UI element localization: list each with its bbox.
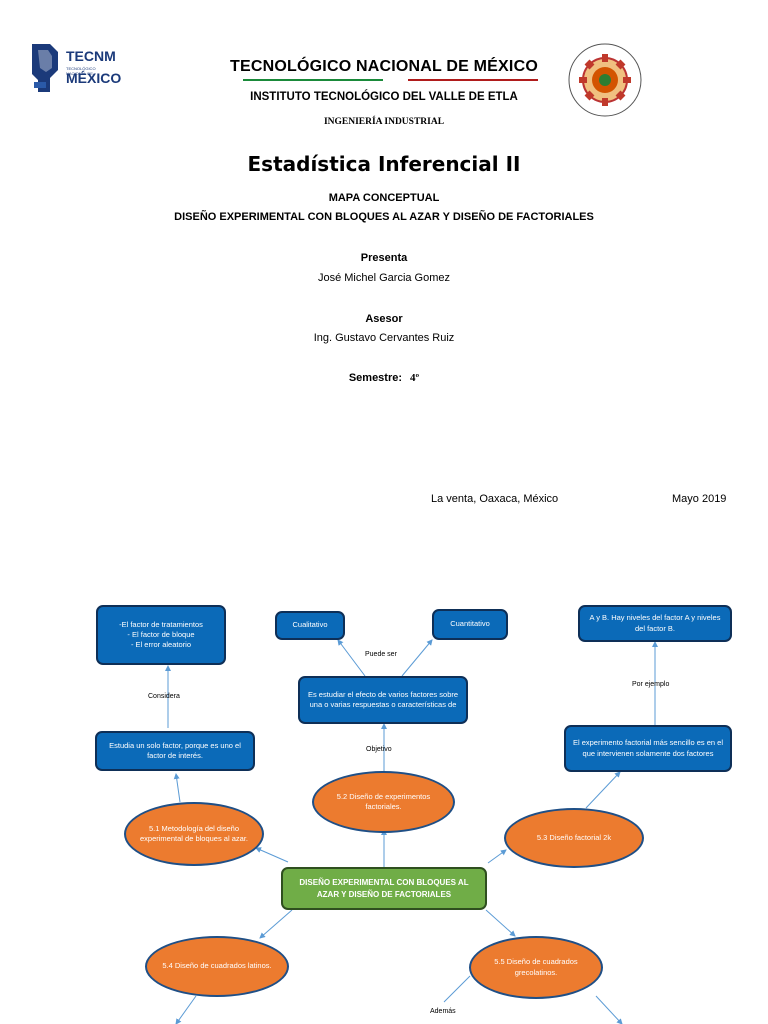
arrow-o55-down-right [595, 995, 623, 1024]
arrow-center-to-o53 [487, 849, 507, 864]
semester-line: Semestre: 4º [0, 372, 768, 384]
arrow-o54-down [175, 995, 197, 1024]
arrow-center-to-o55 [485, 909, 516, 937]
box-niveles: A y B. Hay niveles del factor A y nivele… [578, 605, 732, 642]
label-objetivo: Objetivo [366, 746, 392, 753]
box-tratamientos-line-3: - El error aleatorio [130, 640, 191, 650]
institute-seal [567, 42, 643, 118]
arrow-o55-to-ademas [443, 975, 471, 1003]
label-ademas: Además [430, 1008, 456, 1015]
arrow-center-to-o51 [255, 847, 289, 863]
tecnm-logo-mexico: MÉXICO [66, 70, 122, 86]
concept-map: -El factor de tratamientos - El factor d… [0, 580, 768, 1024]
place: La venta, Oaxaca, México [431, 493, 559, 505]
box-tratamientos-line-2: - El factor de bloque [127, 629, 195, 639]
box-tratamientos-line-1: -El factor de tratamientos [119, 619, 203, 629]
course-title: Estadística Inferencial II [247, 152, 521, 176]
author-name: José Michel Garcia Gomez [317, 272, 451, 284]
document-topic: DISEÑO EXPERIMENTAL CON BLOQUES AL AZAR … [174, 211, 594, 223]
header-title: TECNOLÓGICO NACIONAL DE MÉXICO [230, 58, 538, 75]
box-sencillo: El experimento factorial más sencillo es… [564, 725, 732, 772]
oval-5-3: 5.3 Diseño factorial 2k [504, 808, 644, 868]
tecnm-logo: TECNM TECNOLÓGICO NACIONAL DE MÉXICO [28, 40, 121, 96]
arrow-o53-to-sencillo [585, 771, 621, 809]
header-institute: INSTITUTO TECNOLÓGICO DEL VALLE DE ETLA [250, 91, 518, 103]
date: Mayo 2019 [672, 493, 727, 505]
advisor-name: Ing. Gustavo Cervantes Ruiz [313, 332, 455, 344]
label-considera: Considera [148, 693, 180, 700]
oval-5-4: 5.4 Diseño de cuadrados latinos. [145, 936, 289, 997]
box-cualitativo: Cualitativo [275, 611, 345, 640]
arrow-center-to-o54 [259, 909, 293, 939]
label-por-ejemplo: Por ejemplo [632, 681, 670, 688]
presenta-label: Presenta [360, 252, 408, 264]
arrow-estudiar-to-cuantitativo [401, 639, 433, 677]
concept-map-connectors [165, 639, 658, 1024]
header-program: INGENIERÍA INDUSTRIAL [323, 117, 445, 127]
box-tratamientos: -El factor de tratamientos - El factor d… [96, 605, 226, 665]
box-estudiar: Es estudiar el efecto de varios factores… [298, 676, 468, 724]
oval-5-2: 5.2 Diseño de experimentos factoriales. [312, 771, 455, 833]
center-topic: DISEÑO EXPERIMENTAL CON BLOQUES AL AZAR … [281, 867, 487, 910]
title-underline [243, 79, 538, 81]
tecnm-logo-subtitle: TECNOLÓGICO NACIONAL DE [66, 66, 96, 76]
box-cuantitativo: Cuantitativo [432, 609, 508, 640]
semester-label: Semestre: [348, 372, 403, 384]
document-type: MAPA CONCEPTUAL [328, 192, 440, 204]
arrow-o51-to-un-factor [173, 773, 181, 803]
box-un-factor: Estudia un solo factor, porque es uno el… [95, 731, 255, 771]
tecnm-logo-title: TECNM [66, 48, 116, 64]
oval-5-1: 5.1 Metodología del diseño experimental … [124, 802, 264, 866]
asesor-label: Asesor [365, 313, 403, 325]
oval-5-5: 5.5 Diseño de cuadrados grecolatinos. [469, 936, 603, 999]
label-puede-ser: Puede ser [365, 651, 397, 658]
arrow-estudiar-to-cualitativo [337, 639, 366, 677]
semester-value: 4º [410, 372, 420, 384]
